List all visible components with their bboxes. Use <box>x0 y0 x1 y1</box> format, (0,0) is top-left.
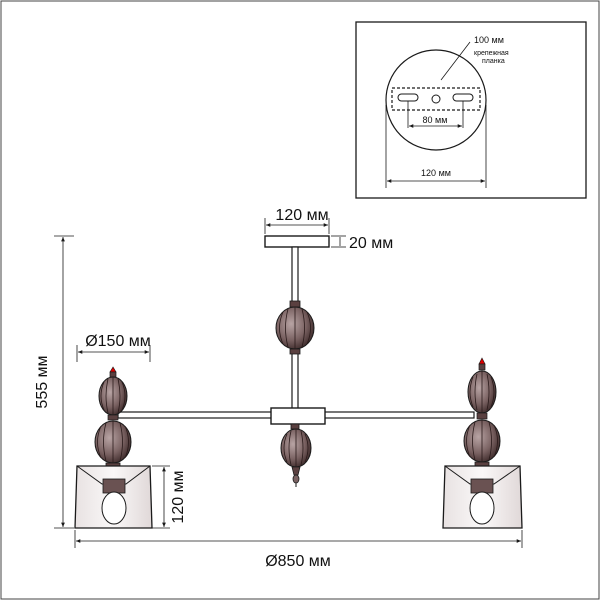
left-lamp <box>74 366 153 529</box>
mounting-inset: 80 мм 100 мм крепежная планка 120 мм <box>355 21 587 199</box>
bracket-slot-right <box>452 93 474 102</box>
canopy-plate <box>264 235 330 248</box>
bracket-slot-left <box>397 93 419 102</box>
center-upper-bead <box>275 300 315 355</box>
total-height-label: 555 мм <box>34 355 51 408</box>
top-plate-width-label: 120 мм <box>275 207 328 224</box>
shade-diameter-label: Ø150 мм <box>85 333 151 350</box>
center-lower-bead <box>280 423 312 487</box>
right-lamp <box>442 357 523 529</box>
hole-spacing-label: 80 мм <box>423 115 448 125</box>
plate-dimension-label: 100 мм <box>474 35 504 45</box>
bracket-label-line1: крепежная <box>474 50 509 57</box>
left-bulb <box>101 491 127 525</box>
base-diameter-label: 120 мм <box>421 168 451 178</box>
right-bulb <box>469 491 495 525</box>
center-hole <box>431 94 441 104</box>
total-diameter-label: Ø850 мм <box>265 553 331 570</box>
shade-height-label: 120 мм <box>170 470 187 523</box>
center-hub <box>270 407 326 425</box>
top-plate-height-label: 20 мм <box>349 235 393 252</box>
dimensions: 120 мм 20 мм Ø150 мм 120 мм 555 мм Ø850 … <box>34 207 523 570</box>
bracket-label-line2: планка <box>482 58 505 65</box>
chandelier <box>74 235 523 529</box>
